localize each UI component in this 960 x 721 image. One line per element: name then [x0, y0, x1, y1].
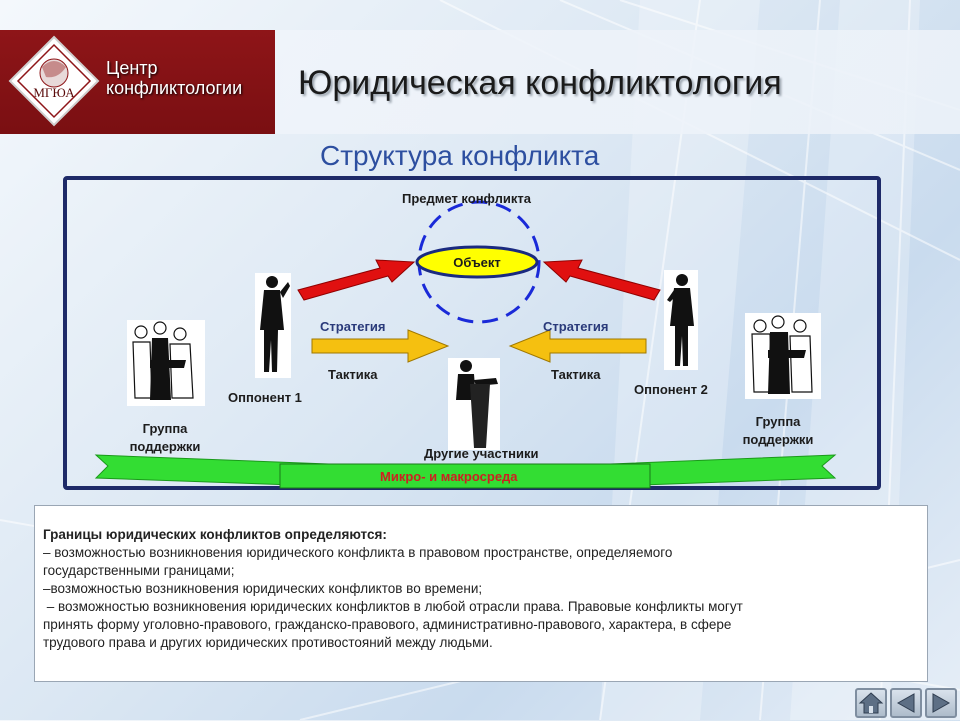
opponent2-figure	[664, 270, 698, 370]
support-group-left-figure	[127, 320, 205, 406]
borders-line: принять форму уголовно-правового, гражда…	[43, 617, 732, 632]
subject-label: Предмет конфликта	[402, 191, 531, 206]
yellow-arrow-right	[508, 329, 647, 363]
yellow-arrow-left	[311, 329, 450, 363]
borders-line: трудового права и других юридических про…	[43, 635, 493, 650]
borders-line: – возможностью возникновения юридическог…	[43, 545, 673, 560]
slide-subtitle: Структура конфликта	[320, 140, 600, 171]
support-group-right-figure	[745, 313, 821, 399]
other-participants-label: Другие участники	[424, 446, 539, 461]
opponent1-label: Оппонент 1	[228, 390, 302, 405]
object-ellipse	[415, 245, 539, 279]
logo-block: МГЮА Центр конфликтологии	[0, 30, 275, 134]
borders-text-box: Границы юридических конфликтов определяю…	[34, 505, 928, 682]
opponent2-label: Оппонент 2	[634, 382, 708, 397]
opponent1-figure	[255, 273, 291, 378]
support-group-right-label: Группа поддержки	[742, 414, 814, 447]
tactics-right-label: Тактика	[551, 367, 601, 382]
back-button[interactable]	[890, 688, 922, 718]
page-title: Юридическая конфликтология	[298, 64, 782, 102]
mgua-emblem-icon: МГЮА	[8, 35, 100, 127]
other-participants-figure	[448, 358, 500, 450]
home-button[interactable]	[855, 688, 887, 718]
logo-text: Центр конфликтологии	[106, 58, 242, 98]
borders-line: –возможностью возникновения юридических …	[43, 581, 483, 596]
forward-button[interactable]	[925, 688, 957, 718]
borders-heading: Границы юридических конфликтов определяю…	[43, 527, 387, 542]
strategy-left-label: Стратегия	[320, 319, 386, 334]
red-arrow-right	[542, 259, 661, 301]
support-group-left-label: Группа поддержки	[129, 421, 201, 454]
logo-line1: Центр	[106, 58, 158, 78]
environment-label: Микро- и макросреда	[380, 469, 518, 484]
environment-box	[279, 463, 651, 489]
logo-line2: конфликтологии	[106, 78, 243, 98]
triangle-right-icon	[932, 693, 951, 713]
object-label: Объект	[453, 255, 501, 270]
svg-text:МГЮА: МГЮА	[33, 85, 75, 100]
borders-line: – возможностью возникновения юридических…	[43, 599, 743, 614]
red-arrow-left	[297, 259, 416, 301]
strategy-right-label: Стратегия	[543, 319, 609, 334]
borders-line: государственными границами;	[43, 563, 235, 578]
tactics-left-label: Тактика	[328, 367, 378, 382]
home-icon	[858, 692, 884, 714]
triangle-left-icon	[896, 693, 915, 713]
